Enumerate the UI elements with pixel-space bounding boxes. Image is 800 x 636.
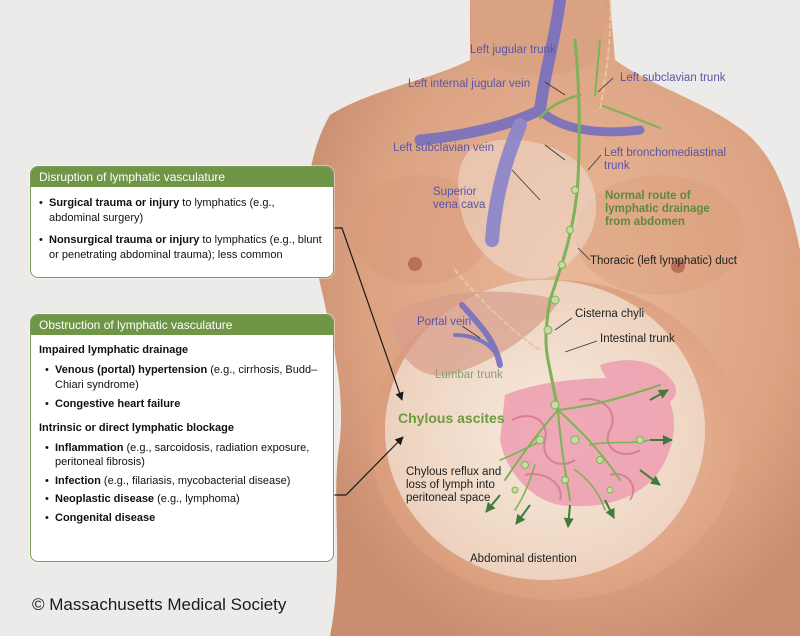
lymph-nodes [511, 186, 644, 494]
list-item: Congenital disease [45, 511, 325, 526]
list-item: Venous (portal) hypertension (e.g., cirr… [45, 363, 325, 392]
label-thoracic-duct: Thoracic (left lymphatic) duct [590, 255, 737, 267]
label-left-subclavian-trunk: Left subclavian trunk [620, 72, 726, 84]
label-chylous-reflux: Chylous reflux and loss of lymph into pe… [406, 466, 502, 504]
list-item: Surgical trauma or injury to lymphatics … [39, 196, 325, 225]
list-item: Congestive heart failure [45, 397, 325, 412]
reflux-arrows [485, 389, 673, 528]
panel-disruption-title: Disruption of lymphatic vasculature [31, 167, 333, 187]
label-left-jugular-trunk: Left jugular trunk [470, 44, 556, 56]
label-portal-vein: Portal vein [417, 316, 472, 328]
label-intestinal-trunk: Intestinal trunk [600, 333, 675, 345]
leader-lines [461, 77, 614, 353]
label-lumbar-trunk: Lumbar trunk [435, 369, 503, 381]
group-title-lymphatic-blockage: Intrinsic or direct lymphatic blockage [39, 421, 234, 434]
group-title-impaired-drainage: Impaired lymphatic drainage [39, 344, 189, 356]
list-item: Inflammation (e.g., sarcoidosis, radiati… [45, 441, 325, 470]
label-left-bronchomediastinal-trunk: Left bronchomediastinal trunk [604, 147, 727, 172]
copyright-notice: © Massachusetts Medical Society [32, 595, 287, 614]
label-abdominal-distention: Abdominal distention [470, 553, 577, 565]
list-item: Neoplastic disease (e.g., lymphoma) [45, 492, 325, 507]
panel-obstruction: Obstruction of lymphatic vasculature Imp… [30, 314, 334, 562]
label-normal-route: Normal route of lymphatic drainage from … [605, 190, 710, 228]
label-left-subclavian-vein: Left subclavian vein [393, 142, 495, 154]
veins [414, 0, 645, 368]
label-left-internal-jugular-vein: Left internal jugular vein [408, 78, 531, 90]
label-cisterna-chyli: Cisterna chyli [575, 308, 645, 320]
label-superior-vena-cava: Superior vena cava [433, 186, 486, 211]
list-item: Nonsurgical trauma or injury to lymphati… [39, 233, 325, 262]
list-item: Infection (e.g., filariasis, mycobacteri… [45, 474, 325, 489]
label-chylous-ascites: Chylous ascites [398, 410, 505, 426]
panel-obstruction-title: Obstruction of lymphatic vasculature [31, 315, 333, 335]
panel-arrows [333, 227, 404, 496]
panel-disruption: Disruption of lymphatic vasculature Surg… [30, 166, 334, 278]
peritoneal-cavity [385, 280, 705, 580]
